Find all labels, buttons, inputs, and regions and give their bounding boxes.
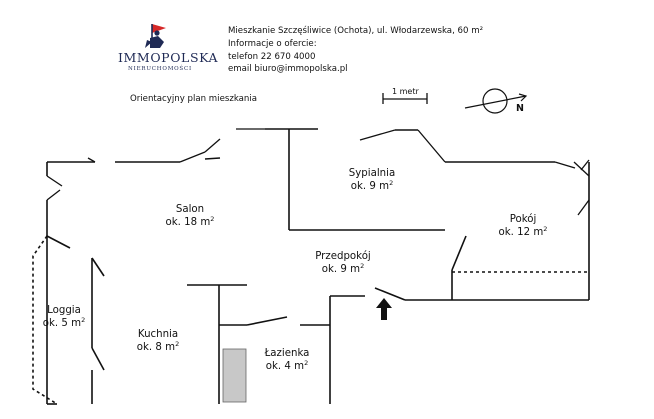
room-area: ok. 9 m2	[350, 179, 394, 192]
offer-info-label: Informacje o ofercie:	[228, 38, 317, 49]
walls	[32, 128, 590, 405]
logo-mark	[145, 24, 166, 48]
room-area: ok. 18 m2	[165, 215, 215, 228]
room-name: Przedpokój	[315, 251, 371, 262]
room-salon: Salon ok. 18 m2	[150, 203, 230, 229]
entrance-arrow-icon	[376, 298, 392, 320]
logo-subtitle: NIERUCHOMOŚCI	[128, 66, 192, 72]
room-pokoj: Pokój ok. 12 m2	[483, 213, 563, 239]
room-area: ok. 12 m2	[498, 225, 548, 238]
listing-info: Mieszkanie Szczęśliwice (Ochota), ul. Wł…	[228, 25, 483, 76]
room-name: Łazienka	[264, 348, 310, 359]
room-lazienka: Łazienka ok. 4 m2	[247, 347, 327, 373]
room-przedpokoj: Przedpokój ok. 9 m2	[300, 250, 386, 276]
room-area: ok. 4 m2	[265, 359, 309, 372]
room-area: ok. 9 m2	[321, 262, 365, 275]
scale-label: 1 metr	[392, 87, 419, 96]
window-marks	[46, 128, 590, 216]
bathroom-fixture	[222, 348, 247, 403]
room-name: Pokój	[509, 214, 537, 225]
room-name: Salon	[175, 204, 205, 215]
room-name: Loggia	[47, 305, 81, 316]
north-arrow-icon	[464, 88, 528, 114]
listing-address: Mieszkanie Szczęśliwice (Ochota), ul. Wł…	[228, 26, 484, 36]
room-sypialnia: Sypialnia ok. 9 m2	[332, 167, 412, 193]
listing-email[interactable]: email biuro@immopolska.pl	[228, 64, 348, 75]
room-area: ok. 8 m2	[136, 340, 180, 353]
room-area: ok. 5 m2	[42, 316, 86, 329]
listing-phone[interactable]: telefon 22 670 4000	[228, 51, 316, 62]
room-name: Kuchnia	[137, 329, 179, 340]
logo-name: IMMOPOLSKA	[118, 50, 219, 65]
room-name: Sypialnia	[348, 168, 396, 179]
room-loggia: Loggia ok. 5 m2	[33, 304, 95, 330]
north-label: N	[516, 103, 524, 114]
scale-bar	[382, 93, 428, 104]
room-kuchnia: Kuchnia ok. 8 m2	[118, 328, 198, 354]
plan-title: Orientacyjny plan mieszkania	[130, 94, 258, 104]
